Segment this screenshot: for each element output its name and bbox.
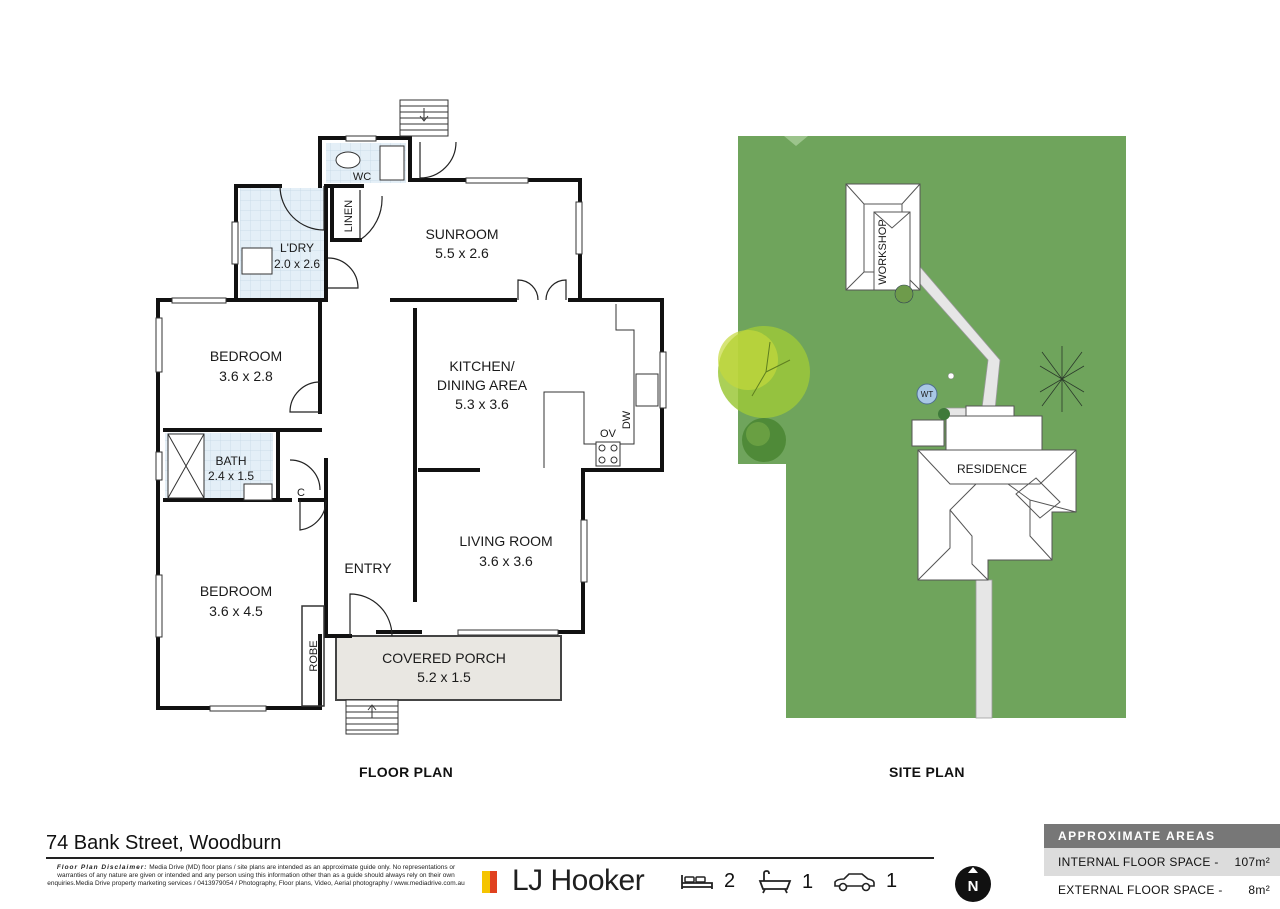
- robe: [301, 605, 325, 707]
- windows: [155, 135, 667, 712]
- floor-and-site-plan: SUNROOM 5.5 x 2.6 L'DRY 2.0 x 2.6 BEDROO…: [155, 99, 1126, 735]
- disclaimer: Floor Plan Disclaimer: Media Drive (MD) …: [46, 864, 466, 888]
- toilet: [335, 151, 361, 169]
- linen-label: LINEN: [343, 200, 355, 232]
- sink: [635, 373, 659, 407]
- approximate-areas-panel: APPROXIMATE AREAS INTERNAL FLOOR SPACE -…: [1044, 824, 1280, 904]
- bedroom2-size: 3.6 x 4.5: [209, 603, 263, 619]
- water-tank: [916, 383, 938, 405]
- cupboard-label: C: [297, 487, 305, 499]
- vanity: [243, 483, 273, 501]
- external-area-label: EXTERNAL FLOOR SPACE -: [1058, 883, 1223, 897]
- entry-label: ENTRY: [344, 560, 392, 576]
- living-name: LIVING ROOM: [459, 533, 552, 549]
- rear-stairs: [399, 99, 449, 137]
- bath-size: 2.4 x 1.5: [208, 469, 254, 483]
- floor-plan-caption: FLOOR PLAN: [359, 764, 453, 780]
- dishwasher-label: DW: [621, 410, 633, 429]
- residence-roof: [911, 405, 1077, 581]
- residence-label: RESIDENCE: [957, 462, 1027, 476]
- floor-plan: SUNROOM 5.5 x 2.6 L'DRY 2.0 x 2.6 BEDROO…: [155, 99, 667, 735]
- front-stairs: [345, 699, 399, 735]
- robe-label: ROBE: [308, 640, 320, 671]
- site-plan: WT WORKSHOP RESIDENCE: [718, 136, 1126, 719]
- car-spaces-count: 1: [886, 870, 898, 892]
- porch-floor: [335, 635, 562, 701]
- brand-logo-mark: [482, 867, 504, 895]
- water-tank-label: WT: [921, 390, 934, 399]
- workshop-label: WORKSHOP: [877, 219, 889, 284]
- shrub: [894, 284, 914, 304]
- trees: [718, 284, 1085, 462]
- wc-label: WC: [353, 171, 371, 183]
- bathrooms-feature: 1: [758, 870, 813, 894]
- bedrooms-feature: 2: [680, 870, 735, 893]
- living-size: 3.6 x 3.6: [479, 553, 533, 569]
- brand-logo: LJ Hooker: [482, 864, 645, 898]
- bath-icon: [758, 870, 792, 894]
- sunroom-name: SUNROOM: [425, 226, 498, 242]
- oven-label: OV: [600, 428, 617, 440]
- bed-icon: [681, 874, 713, 889]
- bedroom2-name: BEDROOM: [200, 583, 272, 599]
- car-spaces-feature: 1: [832, 870, 897, 893]
- kitchen-size: 5.3 x 3.6: [455, 396, 509, 412]
- north-arrow-icon: N: [955, 866, 991, 902]
- external-area-value: 8m²: [1248, 883, 1270, 897]
- laundry-name: L'DRY: [280, 241, 314, 255]
- bathrooms-count: 1: [802, 870, 814, 893]
- disclaimer-text: Media Drive (MD) floor plans / site plan…: [47, 864, 465, 887]
- workshop-roof: [845, 183, 921, 291]
- neighbour-edge: [784, 136, 808, 146]
- ornamental-plant: [1039, 346, 1085, 412]
- address-divider: [46, 857, 934, 859]
- bedroom1-name: BEDROOM: [210, 348, 282, 364]
- sunroom-size: 5.5 x 2.6: [435, 245, 489, 261]
- bath-name: BATH: [215, 454, 246, 468]
- internal-area-value: 107m²: [1234, 855, 1270, 869]
- kitchen-name-2: DINING AREA: [437, 377, 528, 393]
- areas-title: APPROXIMATE AREAS: [1044, 824, 1280, 848]
- site-plan-caption: SITE PLAN: [889, 764, 965, 780]
- laundry-size: 2.0 x 2.6: [274, 257, 320, 271]
- north-label: N: [968, 878, 979, 895]
- external-area-row: EXTERNAL FLOOR SPACE - 8m²: [1044, 876, 1280, 904]
- property-address: 74 Bank Street, Woodburn: [46, 832, 282, 854]
- internal-area-label: INTERNAL FLOOR SPACE -: [1058, 855, 1219, 869]
- kitchen-name: KITCHEN/: [449, 358, 514, 374]
- laundry-tub: [241, 247, 273, 275]
- north-compass: N: [953, 864, 993, 909]
- brand-name: LJ Hooker: [512, 864, 645, 897]
- fixtures: [167, 145, 659, 501]
- bedrooms-count: 2: [724, 870, 736, 892]
- driveway: [975, 579, 993, 719]
- car-icon: [834, 872, 875, 891]
- porch-size: 5.2 x 1.5: [417, 669, 471, 685]
- bedroom1-size: 3.6 x 2.8: [219, 368, 273, 384]
- laundry-floor: [240, 188, 328, 300]
- doors: [279, 141, 567, 637]
- internal-area-row: INTERNAL FLOOR SPACE - 107m²: [1044, 848, 1280, 876]
- garden-marker: [947, 372, 955, 380]
- porch-name: COVERED PORCH: [382, 650, 506, 666]
- disclaimer-heading: Floor Plan Disclaimer:: [56, 864, 148, 871]
